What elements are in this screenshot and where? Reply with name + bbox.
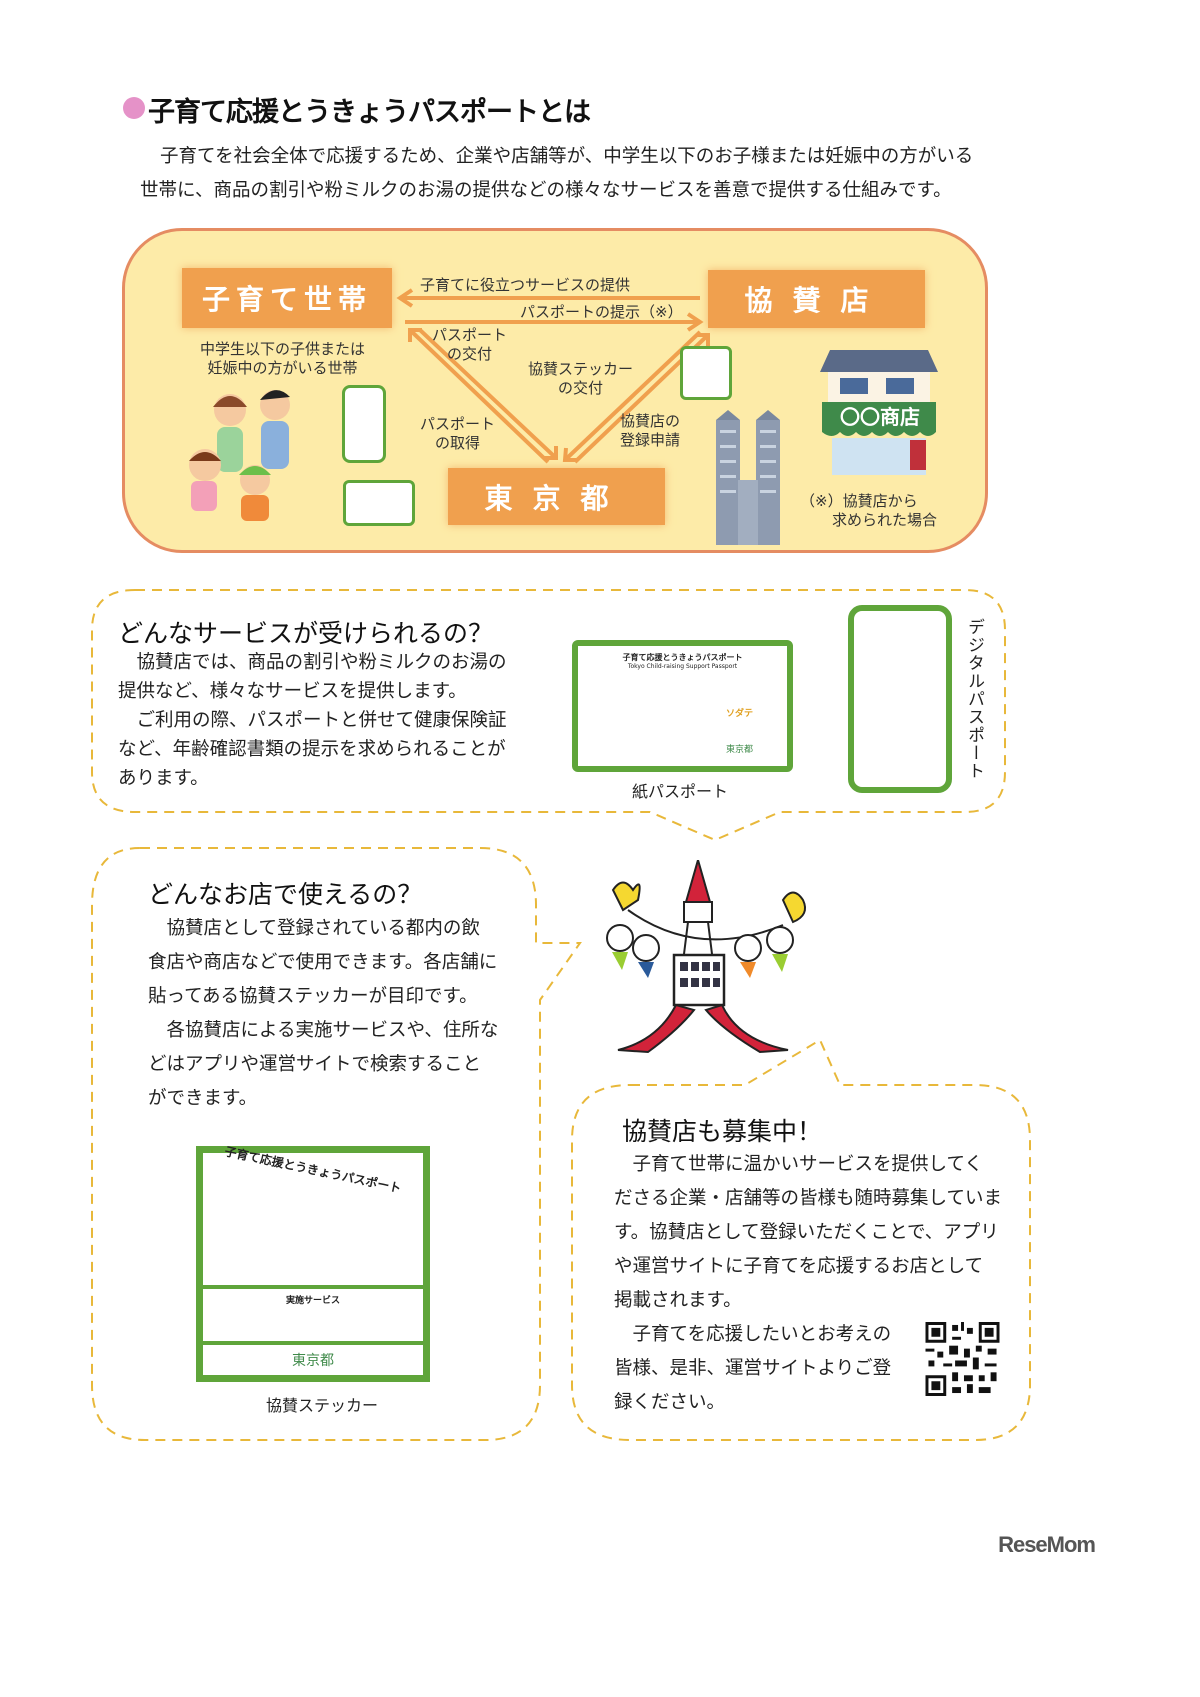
- title-bullet: [123, 97, 145, 119]
- text-line: 子育て世帯に温かいサービスを提供してく: [614, 1154, 983, 1175]
- text-line: など、年齢確認書類の提示を求められることが: [118, 739, 506, 760]
- paper-passport-thumb: [343, 480, 415, 526]
- sticker-service-label: 実施サービス: [203, 1285, 423, 1306]
- label-line: パスポート: [420, 415, 496, 433]
- shops-text: 協賛店として登録されている都内の飲 食店や商店などで使用できます。各店舗に 貼っ…: [148, 912, 498, 1116]
- mascot-character: [606, 860, 806, 1054]
- tokyo-government-building: [716, 410, 780, 545]
- desc-line: 妊娠中の方がいる世帯: [207, 359, 358, 377]
- text-line: あります。: [118, 768, 209, 789]
- card-title: 子育て応援とうきょうパスポート: [622, 653, 743, 662]
- card-subtitle: Tokyo Child-raising Support Passport: [627, 663, 738, 670]
- services-heading: どんなサービスが受けられるの？: [118, 619, 494, 648]
- qr-code[interactable]: [925, 1322, 1000, 1396]
- label-line: 登録申請: [620, 431, 681, 449]
- text-line: 貼ってある協賛ステッカーが目印です。: [148, 986, 478, 1007]
- resemom-watermark: ReseMom: [998, 1532, 1096, 1557]
- digital-passport-thumb: [342, 385, 386, 463]
- shops-heading: どんなお店で使えるの？: [148, 880, 423, 909]
- text-line: 各協賛店による実施サービスや、住所な: [148, 1020, 499, 1041]
- label-sticker: 協賛ステッカー の交付: [528, 360, 633, 398]
- arrow-issue: [408, 328, 550, 464]
- arrow-head: [544, 446, 558, 460]
- text-line: 協賛店として登録されている都内の飲: [148, 918, 480, 939]
- services-text: 協賛店では、商品の割引や粉ミルクのお湯の 提供など、様々なサービスを提供します。…: [118, 648, 507, 793]
- label-line: 協賛店の: [620, 412, 681, 430]
- label-line: 協賛ステッカー: [528, 360, 634, 378]
- label-service: 子育てに役立つサービスの提供: [420, 276, 631, 294]
- arrow-head: [396, 288, 414, 308]
- arrow-head: [696, 333, 710, 347]
- arrow-obtain: [418, 328, 558, 460]
- text-line: 提供など、様々なサービスを提供します。: [118, 681, 467, 702]
- page-title: 子育て応援とうきょうパスポートとは: [148, 97, 591, 128]
- intro-line: 世帯に、商品の割引や粉ミルクのお湯の提供などの様々なサービスを善意で提供する仕組…: [140, 180, 952, 201]
- sticker-title: 子育て応援とうきょうパスポート: [223, 1144, 403, 1196]
- text-line: 掲載されます。: [614, 1290, 742, 1311]
- label-line: の交付: [447, 345, 493, 363]
- shops-bubble: [91, 847, 582, 1441]
- text-line: 皆様、是非、運営サイトよりご登: [614, 1358, 892, 1379]
- flow-arrows: [396, 288, 710, 464]
- label-obtain: パスポート の取得: [420, 415, 495, 453]
- digital-passport-image: [848, 605, 952, 793]
- arrow-head: [686, 312, 704, 332]
- arrow-sticker: [563, 330, 702, 462]
- recruit-text: 子育て世帯に温かいサービスを提供してく ださる企業・店舗等の皆様も随時募集してい…: [614, 1148, 1002, 1420]
- note: （※）協賛店から 求められた場合: [800, 492, 937, 530]
- label-issue: パスポート の交付: [432, 326, 507, 364]
- intro-line: 子育てを社会全体で応援するため、企業や店舗等が、中学生以下のお子様または妊娠中の…: [160, 146, 974, 167]
- text-line: や運営サイトに子育てを応援するお店として: [614, 1256, 984, 1277]
- label-line: の取得: [435, 434, 481, 452]
- text-line: 子育てを応援したいとお考えの: [614, 1324, 892, 1345]
- text-line: どはアプリや運営サイトで検索すること: [148, 1054, 482, 1075]
- arrow-head: [562, 447, 577, 462]
- label-register: 協賛店の 登録申請: [620, 412, 680, 450]
- label-line: の交付: [558, 379, 604, 397]
- arrow-head: [408, 328, 422, 342]
- digital-passport-caption: デジタルパスポート: [964, 618, 984, 780]
- services-bubble: [91, 589, 1006, 842]
- household-desc: 中学生以下の子供または 妊娠中の方がいる世帯: [200, 340, 365, 378]
- text-line: ができます。: [148, 1088, 258, 1109]
- sticker-thumb: [680, 346, 732, 400]
- text-line: ださる企業・店舗等の皆様も随時募集していま: [614, 1188, 1002, 1209]
- text-line: 協賛店では、商品の割引や粉ミルクのお湯の: [118, 652, 507, 673]
- sticker-issuer: 東京都: [203, 1341, 423, 1375]
- text-line: ご利用の際、パスポートと併せて健康保険証: [118, 710, 507, 731]
- card-brand: ソダテ: [726, 709, 754, 719]
- sticker-caption: 協賛ステッカー: [266, 1396, 379, 1415]
- household-box: 子育て世帯: [182, 268, 392, 328]
- sponsor-box: 協賛店: [708, 270, 925, 328]
- recruit-bubble: [571, 1038, 1031, 1441]
- family-illustration: [189, 390, 290, 521]
- paper-passport-image: 子育て応援とうきょうパスポート Tokyo Child-raising Supp…: [572, 640, 793, 772]
- paper-passport-caption: 紙パスポート: [632, 782, 729, 801]
- text-line: 食店や商店などで使用できます。各店舗に: [148, 952, 498, 973]
- shop-illustration: [820, 350, 938, 475]
- card-issuer: 東京都: [726, 745, 754, 755]
- intro-text: 子育てを社会全体で応援するため、企業や店舗等が、中学生以下のお子様または妊娠中の…: [140, 140, 1040, 208]
- text-line: す。協賛店として登録いただくことで、アプリ: [614, 1222, 999, 1243]
- text-line: 録ください。: [614, 1392, 726, 1413]
- label-present: パスポートの提示（※）: [520, 303, 683, 321]
- label-line: パスポート: [432, 326, 508, 344]
- tokyo-box: 東京都: [448, 468, 665, 525]
- recruit-heading: 協賛店も募集中！: [622, 1117, 823, 1146]
- desc-line: 中学生以下の子供または: [200, 340, 366, 358]
- sticker-image: 子育て応援とうきょうパスポート 実施サービス 東京都: [196, 1144, 430, 1382]
- note-line: 求められた場合: [832, 511, 938, 529]
- shop-sign: 〇〇商店: [840, 405, 920, 429]
- note-line: （※）協賛店から: [800, 492, 918, 510]
